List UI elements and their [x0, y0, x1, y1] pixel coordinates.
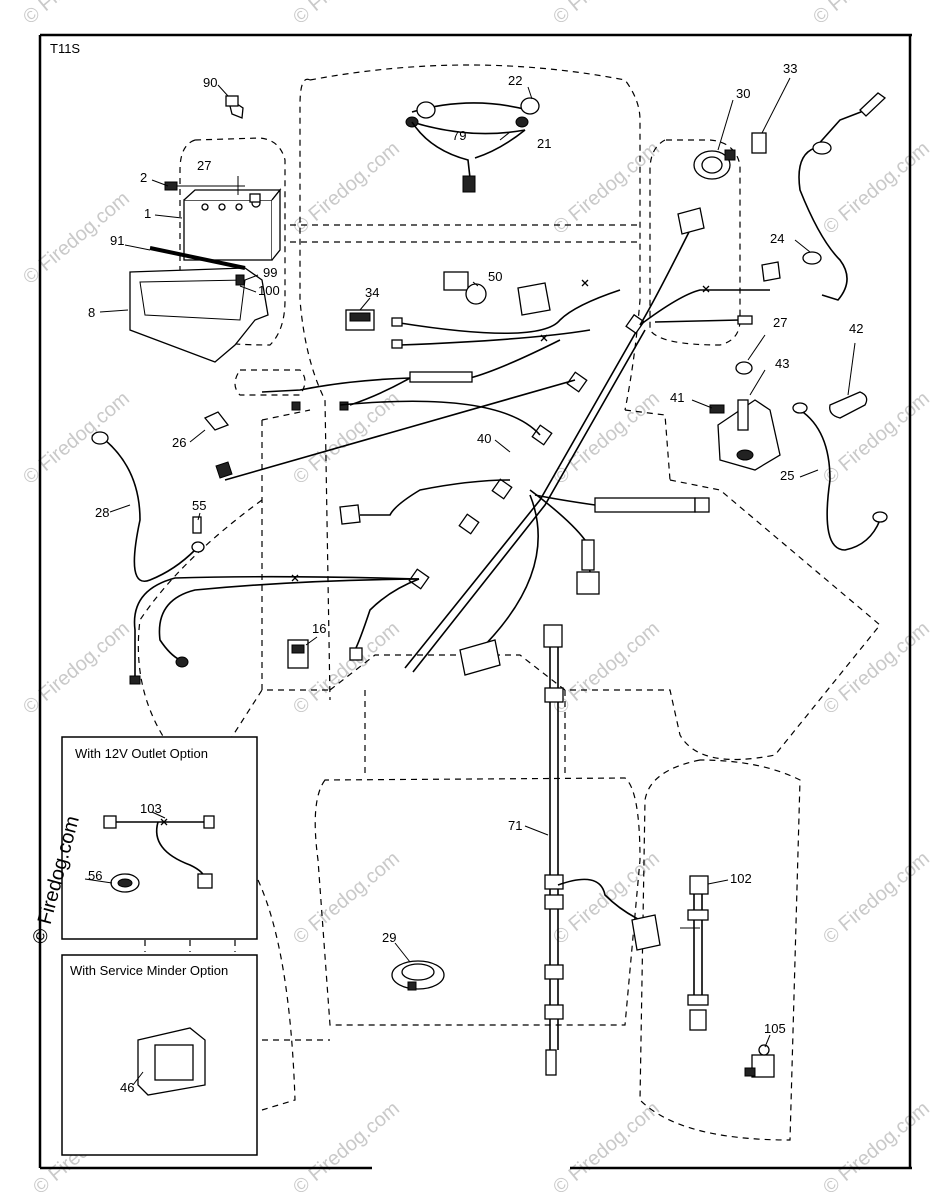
- ignition-switch: [693, 149, 736, 180]
- callout-label: 2: [140, 170, 147, 185]
- main-harness: [129, 207, 781, 685]
- callout-label: 25: [780, 468, 794, 483]
- callout-label: 43: [775, 356, 789, 371]
- seat-switch-icon: [287, 639, 309, 669]
- callout-label: 79: [452, 128, 466, 143]
- watermark: © Firedog.com: [549, 617, 664, 718]
- callouts: 90 2 27 1 91 99 100 8 22 79 21 30 33 24 …: [88, 61, 863, 1095]
- fuse-icon: [203, 411, 230, 431]
- callout-label: 100: [258, 283, 280, 298]
- headlight-icon: [416, 101, 436, 119]
- callout-label: 8: [88, 305, 95, 320]
- callout-label: 99: [263, 265, 277, 280]
- pto-switch-icon: [443, 271, 469, 291]
- callout-label: 29: [382, 930, 396, 945]
- callout-label: 103: [140, 801, 162, 816]
- callout-label: 1: [144, 206, 151, 221]
- watermark: © Firedog.com: [819, 137, 934, 238]
- connector-icon: [103, 815, 117, 829]
- connector-icon: [203, 815, 215, 829]
- callout-label: 50: [488, 269, 502, 284]
- cable-eye-icon: [792, 402, 808, 414]
- callout-label: 102: [730, 871, 752, 886]
- horn: [391, 960, 445, 991]
- callout-label: 22: [508, 73, 522, 88]
- watermark: © Firedog.com: [819, 1097, 934, 1198]
- cable-eye-icon: [91, 431, 109, 445]
- callout-label: 46: [120, 1080, 134, 1095]
- callout-label: 34: [365, 285, 379, 300]
- callout-label: 26: [172, 435, 186, 450]
- connector-icon: [197, 873, 213, 889]
- harness-102: [680, 875, 709, 1031]
- cable-eye-icon: [872, 511, 888, 523]
- connector-icon: [459, 639, 501, 676]
- callout-label: 16: [312, 621, 326, 636]
- watermark: © Firedog.com: [19, 0, 134, 29]
- rear-harness: [543, 624, 661, 1076]
- watermark: © Firedog.com: [19, 617, 134, 718]
- watermark: © Firedog.com: [819, 847, 934, 948]
- callout-label: 71: [508, 818, 522, 833]
- inset-12v-outlet: With 12V Outlet Option: [61, 736, 258, 940]
- callout-label: 41: [670, 390, 684, 405]
- starter-solenoid: [709, 361, 781, 471]
- terminal-boot-icon: [829, 391, 868, 419]
- cable-eye-icon: [802, 251, 822, 265]
- callout-label: 27: [197, 158, 211, 173]
- inset-service-minder: With Service Minder Option: [61, 954, 258, 1156]
- callout-label: 55: [192, 498, 206, 513]
- battery-tray-icon: [129, 267, 269, 363]
- switch-105: [744, 1044, 775, 1078]
- watermark: © Firedog.com: [819, 617, 934, 718]
- inset-title: With 12V Outlet Option: [75, 746, 208, 761]
- callout-label: 56: [88, 868, 102, 883]
- inset-title: With Service Minder Option: [70, 963, 228, 978]
- callout-label: 90: [203, 75, 217, 90]
- watermark: © Firedog.com: [549, 137, 664, 238]
- diagram-code: T11S: [50, 41, 80, 56]
- watermark: © Firedog.com: [549, 1097, 664, 1198]
- tractor-outline: [137, 64, 881, 1141]
- bolt-icon: [164, 181, 178, 191]
- callout-label: 24: [770, 231, 784, 246]
- watermark: © Firedog.com: [289, 0, 404, 29]
- solenoid-icon: [717, 399, 781, 471]
- leader-lines: [84, 77, 856, 1048]
- watermark: © Firedog.com: [19, 387, 134, 488]
- callout-label: 40: [477, 431, 491, 446]
- watermark: © Firedog.com: [289, 137, 404, 238]
- headlight-harness: [405, 97, 540, 193]
- callout-label: 28: [95, 505, 109, 520]
- battery-assembly: [129, 176, 282, 363]
- watermark: © Firedog.com: [289, 1097, 404, 1198]
- callout-label: 42: [849, 321, 863, 336]
- watermark: © Firedog.com: [549, 0, 664, 29]
- callout-label: 30: [736, 86, 750, 101]
- callout-label: 91: [110, 233, 124, 248]
- callout-label: 33: [783, 61, 797, 76]
- callout-label: 27: [773, 315, 787, 330]
- splice-marks: [160, 279, 710, 826]
- callout-label: 105: [764, 1021, 786, 1036]
- battery-icon: [183, 199, 273, 261]
- connector-icon: [631, 914, 661, 951]
- callout-label: 21: [537, 136, 551, 151]
- bolt-icon: [192, 516, 202, 534]
- knob-icon: [465, 283, 487, 305]
- headlight-icon: [520, 97, 540, 115]
- cable-eye-icon: [812, 141, 832, 155]
- relay-icon: [751, 132, 767, 154]
- watermark: © Firedog.com: [549, 387, 664, 488]
- watermark: © Firedog.com: [809, 0, 924, 29]
- frame: [38, 33, 912, 1170]
